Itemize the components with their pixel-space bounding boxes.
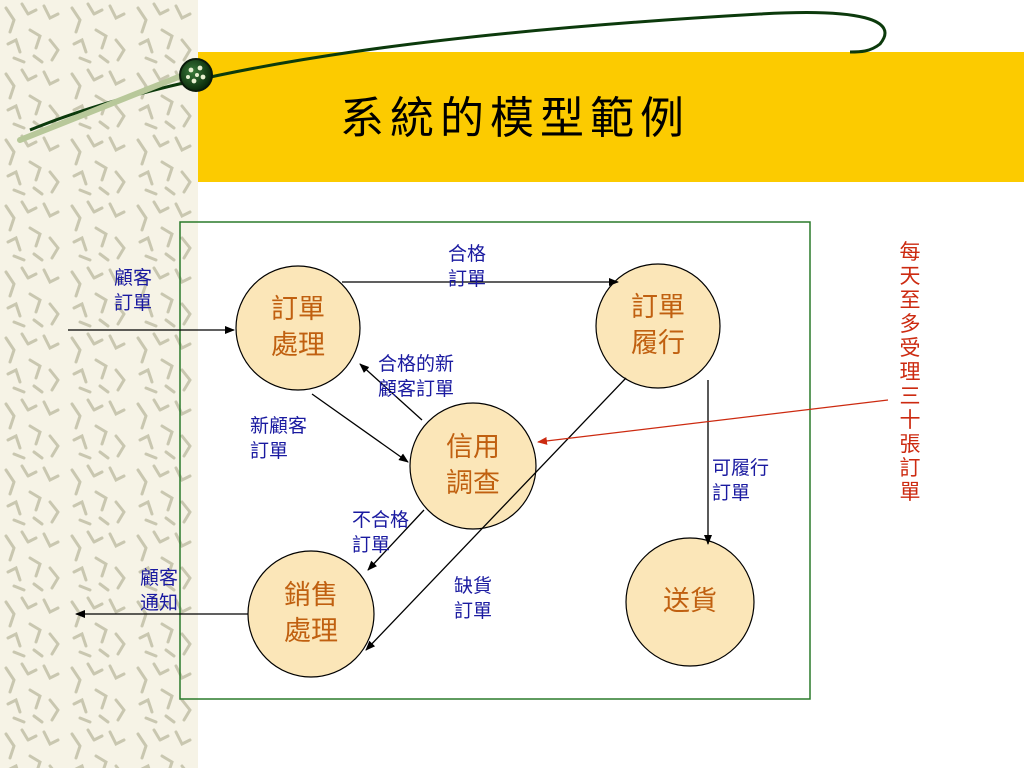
node-credit-check: [409, 402, 537, 530]
page-title: 系統的模型範例: [340, 93, 690, 144]
node-order-fulfillment: [595, 263, 721, 389]
arrow-qualified-new-customer-order: [359, 363, 423, 421]
label-qualified-new-customer-order: 合格的新 顧客訂單: [378, 353, 455, 400]
swoosh-tail: [17, 71, 189, 143]
node-delivery-text: 送貨: [663, 586, 717, 617]
label-out-of-stock-order: 缺貨 訂單: [454, 575, 493, 622]
label-customer-notice: 顧客 通知: [140, 567, 179, 614]
node-order-processing: [235, 265, 361, 391]
label-unqualified-order: 不合格 訂單: [352, 509, 410, 556]
pattern-strip: [0, 0, 198, 768]
label-qualified-order: 合格 訂單: [448, 243, 487, 290]
node-order-processing-text: 訂單 處理: [271, 294, 325, 361]
node-credit-check-text: 信用 調查: [446, 432, 500, 499]
node-delivery: [625, 537, 755, 667]
arrow-side-note: [537, 399, 889, 445]
diagram-frame: [179, 221, 811, 700]
node-order-fulfillment-text: 訂單 履行: [631, 292, 685, 359]
label-customer-order: 顧客 訂單: [114, 267, 153, 314]
node-sales-processing-text: 銷售 處理: [284, 580, 338, 647]
title-banner: [198, 52, 1024, 182]
label-fulfillable-order: 可履行 訂單: [712, 457, 770, 504]
arrow-out-of-stock-order: [365, 377, 627, 651]
side-note: 每天至多受理三十張訂單: [899, 240, 921, 504]
arrow-new-customer-order: [311, 393, 409, 463]
arrow-unqualified-order: [367, 509, 425, 571]
orb-dots: [186, 65, 206, 84]
label-new-customer-order: 新顧客 訂單: [250, 415, 308, 462]
